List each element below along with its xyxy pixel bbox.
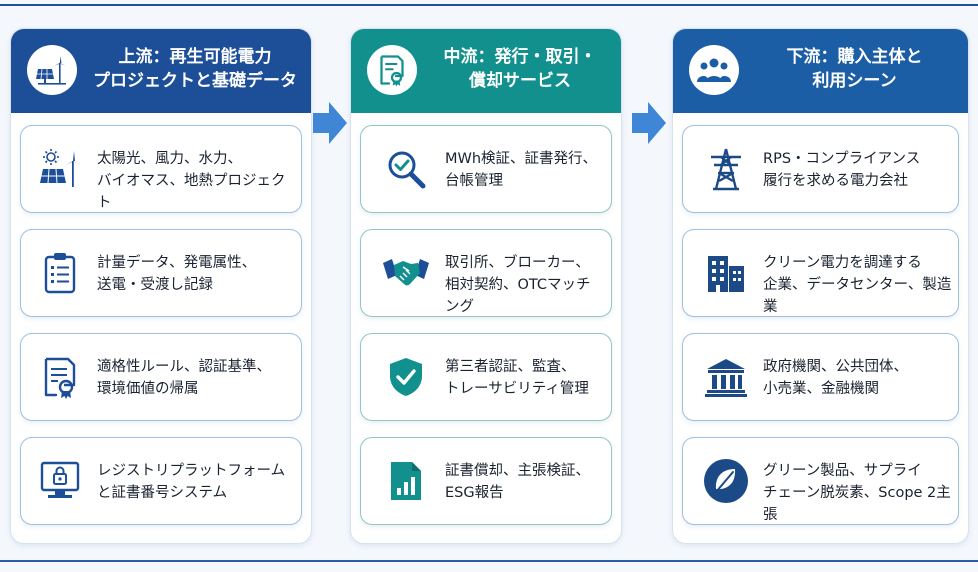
upstream-header: 上流：再生可能電力 プロジェクトと基礎データ xyxy=(11,29,311,113)
top-rule xyxy=(0,4,978,6)
monitor-lock-icon xyxy=(35,456,85,506)
certificate-icon xyxy=(367,45,417,95)
downstream-column: 下流：購入主体と 利用シーン RPS・コンプライアンス 履行を求める電力会社 xyxy=(672,28,969,544)
midstream-item-audit: 第三者認証、監査、 トレーサビリティ管理 xyxy=(360,333,612,421)
upstream-item-text: 適格性ルール、認証基準、 環境価値の帰属 xyxy=(97,359,271,397)
shield-check-icon xyxy=(381,352,431,402)
downstream-item-corporates: クリーン電力を調達する 企業、データセンター、製造業 xyxy=(682,229,959,317)
downstream-item-text: グリーン製品、サプライ チェーン脱炭素、Scope 2主張 xyxy=(763,463,951,523)
midstream-column: 中流：発行・取引・ 償却サービス MWh検証、証書発行、 台帳管理 取引所、ブロ… xyxy=(350,28,622,544)
upstream-item-text: レジストリプラットフォーム と証書番号システム xyxy=(97,463,286,501)
upstream-item-metering: 計量データ、発電属性、 送電・受渡し記録 xyxy=(20,229,302,317)
downstream-item-green-products: グリーン製品、サプライ チェーン脱炭素、Scope 2主張 xyxy=(682,437,959,525)
upstream-column: 上流：再生可能電力 プロジェクトと基礎データ 太陽光、風力、水力、 バイオマス、… xyxy=(10,28,312,544)
downstream-item-government: 政府機関、公共団体、 小売業、金融機関 xyxy=(682,333,959,421)
magnifier-check-icon xyxy=(381,144,431,194)
handshake-icon xyxy=(381,248,431,298)
upstream-item-rules: 適格性ルール、認証基準、 環境価値の帰属 xyxy=(20,333,302,421)
people-group-icon xyxy=(689,45,739,95)
midstream-item-retirement: 証書償却、主張検証、 ESG報告 xyxy=(360,437,612,525)
upstream-item-text: 太陽光、風力、水力、 バイオマス、地熱プロジェクト xyxy=(97,151,286,211)
solar-wind-icon xyxy=(35,144,85,194)
bank-icon xyxy=(701,352,751,402)
buildings-icon xyxy=(701,248,751,298)
upstream-item-registry: レジストリプラットフォーム と証書番号システム xyxy=(20,437,302,525)
upstream-item-projects: 太陽光、風力、水力、 バイオマス、地熱プロジェクト xyxy=(20,125,302,213)
transmission-tower-icon xyxy=(701,144,751,194)
bottom-rule xyxy=(0,560,978,562)
midstream-item-verification: MWh検証、証書発行、 台帳管理 xyxy=(360,125,612,213)
upstream-item-text: 計量データ、発電属性、 送電・受渡し記録 xyxy=(97,255,257,293)
solar-wind-icon xyxy=(27,45,77,95)
certificate-icon xyxy=(35,352,85,402)
midstream-item-text: 取引所、ブローカー、 相対契約、OTCマッチング xyxy=(445,255,591,315)
flow-arrow-icon xyxy=(313,102,347,144)
leaf-icon xyxy=(701,456,751,506)
downstream-item-text: RPS・コンプライアンス 履行を求める電力会社 xyxy=(763,151,921,189)
midstream-item-trading: 取引所、ブローカー、 相対契約、OTCマッチング xyxy=(360,229,612,317)
report-chart-icon xyxy=(381,456,431,506)
clipboard-icon xyxy=(35,248,85,298)
downstream-header: 下流：購入主体と 利用シーン xyxy=(673,29,968,113)
midstream-item-text: MWh検証、証書発行、 台帳管理 xyxy=(445,151,598,189)
upstream-title: 上流：再生可能電力 プロジェクトと基礎データ xyxy=(93,47,297,91)
flow-arrow-icon xyxy=(632,102,666,144)
downstream-item-utilities: RPS・コンプライアンス 履行を求める電力会社 xyxy=(682,125,959,213)
midstream-title: 中流：発行・取引・ 償却サービス xyxy=(443,47,597,91)
downstream-item-text: 政府機関、公共団体、 小売業、金融機関 xyxy=(763,359,908,397)
midstream-item-text: 証書償却、主張検証、 ESG報告 xyxy=(445,463,590,501)
midstream-item-text: 第三者認証、監査、 トレーサビリティ管理 xyxy=(445,359,589,397)
midstream-header: 中流：発行・取引・ 償却サービス xyxy=(351,29,621,113)
downstream-item-text: クリーン電力を調達する 企業、データセンター、製造業 xyxy=(763,255,952,315)
downstream-title: 下流：購入主体と 利用シーン xyxy=(786,47,923,91)
